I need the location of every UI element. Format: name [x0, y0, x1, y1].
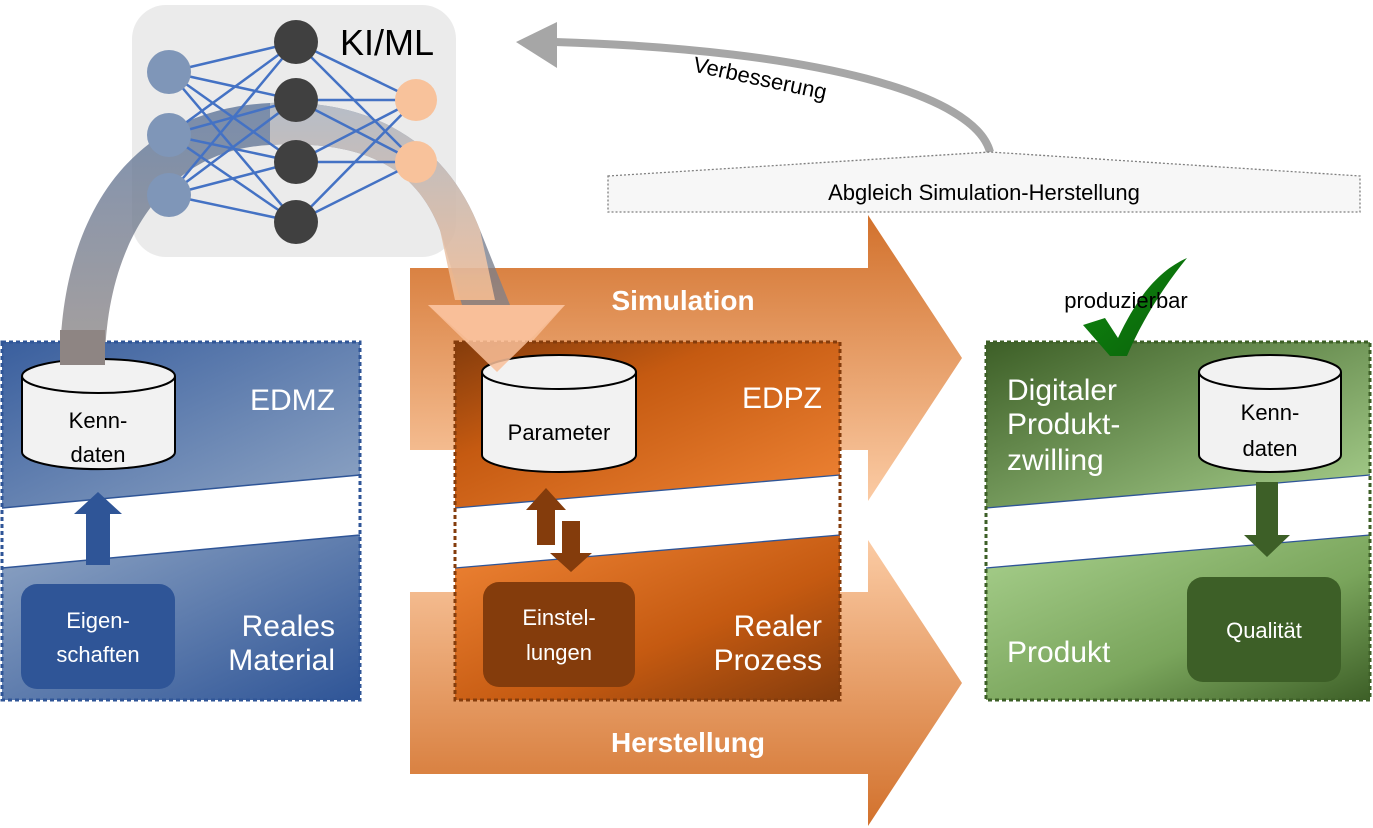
product-down-arrow-icon — [1244, 482, 1290, 557]
edpz-label: EDPZ — [742, 382, 822, 415]
settings-label-1: Einstel- — [522, 605, 595, 630]
product-database-icon — [1198, 354, 1342, 473]
real-process-label-1: Realer — [734, 610, 822, 643]
nn-connection — [168, 41, 297, 196]
comparison-label: Abgleich Simulation-Herstellung — [828, 180, 1140, 205]
digital-twin-label-2: Produkt- — [1007, 408, 1120, 441]
properties-box — [21, 584, 175, 689]
material-db-label-1: Kenn- — [69, 408, 128, 433]
digital-twin-label-1: Digitaler — [1007, 374, 1117, 407]
quality-box — [1187, 577, 1341, 682]
nn-connection — [295, 40, 417, 102]
digital-twin-label-3: zwilling — [1007, 444, 1104, 477]
nn-connection — [295, 41, 417, 163]
nn-hidden-node — [274, 20, 318, 64]
comparison-box — [607, 151, 1361, 213]
nn-output-node — [395, 141, 437, 183]
quality-label: Qualität — [1226, 618, 1302, 643]
nn-connection — [168, 40, 297, 137]
settings-label-2: lungen — [526, 640, 592, 665]
parameter-label: Parameter — [508, 420, 611, 445]
ml-output-arrowhead-icon — [428, 305, 565, 372]
nn-hidden-node — [274, 78, 318, 122]
arc-tail — [60, 330, 105, 365]
bidirectional-arrow-icon — [526, 488, 592, 572]
material-database-icon — [21, 358, 176, 471]
parameter-database-icon — [481, 354, 637, 473]
nn-connection — [168, 98, 297, 197]
product-label: Produkt — [1007, 636, 1111, 669]
manufacturing-label: Herstellung — [611, 727, 765, 758]
nn-connection — [295, 99, 417, 223]
nn-input-node — [147, 50, 191, 94]
edmz-label: EDMZ — [250, 384, 335, 417]
material-up-arrow-icon — [74, 492, 122, 565]
nn-output-node — [395, 79, 437, 121]
neural-network-nodes — [147, 20, 437, 244]
properties-label-1: Eigen- — [66, 608, 130, 633]
nn-connection — [295, 160, 417, 224]
simulation-label: Simulation — [611, 285, 754, 316]
nn-hidden-node — [274, 200, 318, 244]
producible-label: produzierbar — [1064, 288, 1188, 313]
properties-label-2: schaften — [56, 642, 139, 667]
checkmark-icon — [1083, 258, 1187, 356]
material-db-label-2: daten — [70, 442, 125, 467]
product-db-label-2: daten — [1242, 436, 1297, 461]
real-material-label-2: Material — [228, 644, 335, 677]
real-process-label-2: Prozess — [714, 644, 822, 677]
nn-input-node — [147, 113, 191, 157]
ml-title: KI/ML — [340, 22, 434, 63]
improvement-arrow-icon — [516, 22, 994, 154]
product-db-label-1: Kenn- — [1241, 400, 1300, 425]
nn-hidden-node — [274, 140, 318, 184]
nn-connection — [295, 98, 417, 164]
settings-box — [483, 582, 635, 687]
nn-input-node — [147, 173, 191, 217]
real-material-label-1: Reales — [242, 610, 335, 643]
